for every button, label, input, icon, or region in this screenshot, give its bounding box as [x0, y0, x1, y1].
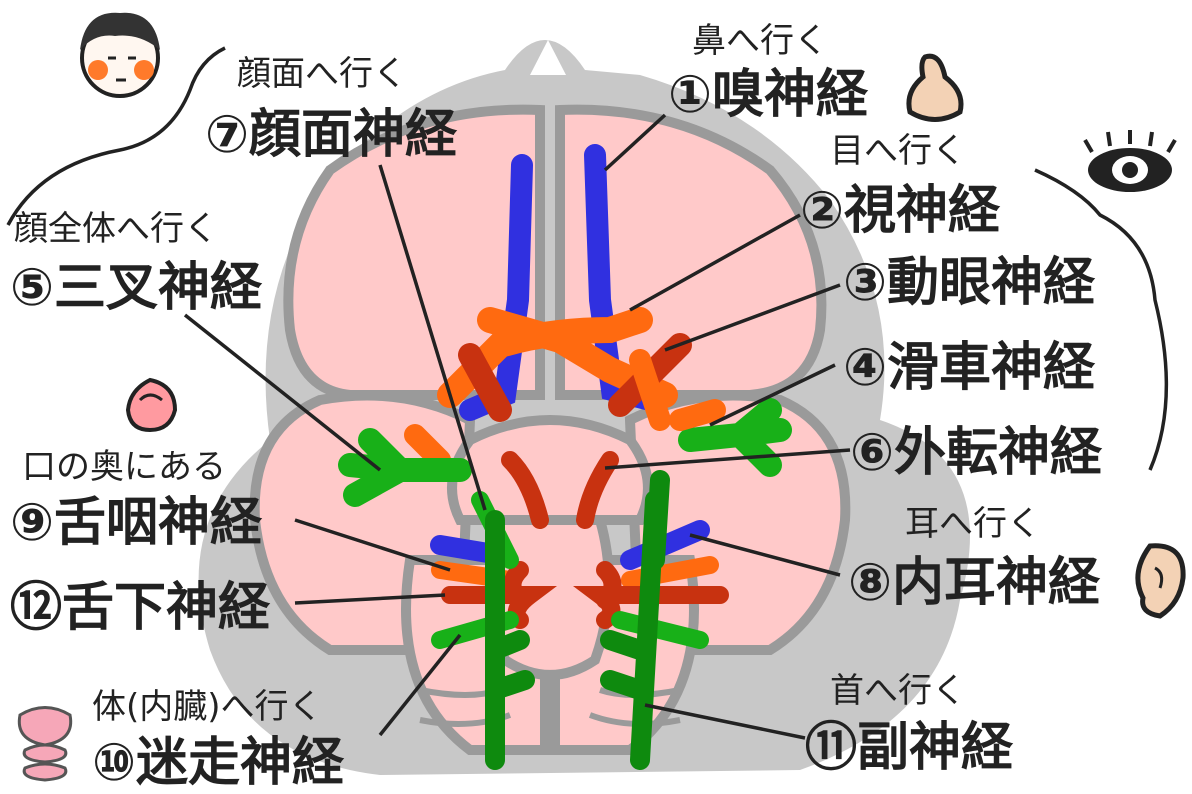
n5-name: 三叉神経 [54, 258, 263, 318]
accessory [485, 470, 670, 770]
n11-name: 副神経 [857, 718, 1014, 778]
n1-label: ①嗅神経 [668, 65, 869, 125]
face-icon [80, 12, 160, 98]
mouth-icon [125, 377, 178, 433]
n8-label: ⑧内耳神経 [848, 553, 1101, 613]
n3-name: 動眼神経 [887, 253, 1096, 313]
n9-name: 舌咽神経 [54, 493, 263, 553]
eye-connector [1034, 168, 1169, 471]
leader-n10 [378, 633, 462, 737]
n10-name: 迷走神経 [136, 733, 345, 793]
n12-num: ⑫ [10, 578, 62, 638]
leader-n12 [294, 593, 446, 605]
leader-n11 [644, 703, 806, 740]
n11-num: ⑪ [805, 718, 857, 778]
n5-num: ⑤ [10, 258, 54, 318]
ear-icon [1135, 543, 1186, 619]
leader-n3 [664, 283, 841, 352]
crista-notch [530, 40, 566, 75]
n10-num: ⑩ [92, 733, 136, 793]
n4-name: 滑車神経 [887, 338, 1096, 398]
leader-lines [6, 46, 1169, 740]
abducens [501, 451, 619, 529]
n1-name: 嗅神経 [712, 65, 869, 125]
leader-n8 [689, 533, 841, 577]
brain [249, 104, 851, 755]
eye-icon [1083, 130, 1177, 192]
n4-label: ④滑車神経 [843, 338, 1096, 398]
trigeminal-orange-right [669, 399, 726, 431]
n11-label: ⑪副神経 [805, 718, 1014, 778]
n8-target: 耳へ行く [905, 504, 1041, 544]
n2-name: 視神経 [844, 181, 1001, 241]
leader-n6 [604, 448, 851, 470]
n4-num: ④ [843, 338, 887, 398]
n7-target: 顔面へ行く [237, 54, 407, 94]
n9-target: 口の奥にある [22, 447, 226, 487]
nerves [338, 144, 792, 770]
trigeminal-left [338, 428, 472, 507]
leader-n1 [603, 113, 667, 172]
nose-icon [906, 53, 964, 122]
leader-n7 [378, 164, 487, 511]
n3-num: ③ [843, 253, 887, 313]
trochlear [404, 349, 671, 471]
trigeminal-right [678, 398, 792, 477]
n9-label: ⑨舌咽神経 [10, 493, 263, 553]
n7-label: ⑦顔面神経 [205, 105, 458, 165]
n3-label: ③動眼神経 [843, 253, 1096, 313]
cerebellum-folds [419, 687, 681, 727]
leader-n2 [629, 213, 801, 312]
n11-target: 首へ行く [830, 671, 966, 711]
n12-label: ⑫舌下神経 [10, 578, 271, 638]
n6-label: ⑥外転神経 [850, 423, 1103, 483]
n1-target: 鼻へ行く [692, 21, 828, 61]
n8-num: ⑧ [848, 553, 892, 613]
n5-target: 顔全体へ行く [14, 209, 218, 249]
n10-target: 体(内臓)へ行く [92, 687, 323, 727]
n10-label: ⑩迷走神経 [92, 733, 345, 793]
face-connector [6, 46, 226, 226]
left-frontal-lobe [283, 104, 545, 400]
n2-target: 目へ行く [830, 131, 966, 171]
n12-name: 舌下神経 [62, 578, 271, 638]
n6-num: ⑥ [850, 423, 894, 483]
n1-num: ① [668, 65, 712, 125]
n2-label: ②視神経 [800, 181, 1001, 241]
leader-n9 [294, 518, 451, 572]
leader-n5 [183, 313, 382, 472]
n6-name: 外転神経 [894, 423, 1103, 483]
n9-num: ⑨ [10, 493, 54, 553]
n2-num: ② [800, 181, 844, 241]
hypoglossal [441, 561, 729, 629]
n8-name: 内耳神経 [892, 553, 1101, 613]
n7-name: 顔面神経 [249, 105, 458, 165]
organs-icon [17, 706, 73, 782]
n5-label: ⑤三叉神経 [10, 258, 263, 318]
n7-num: ⑦ [205, 105, 249, 165]
leader-n4 [709, 363, 836, 427]
